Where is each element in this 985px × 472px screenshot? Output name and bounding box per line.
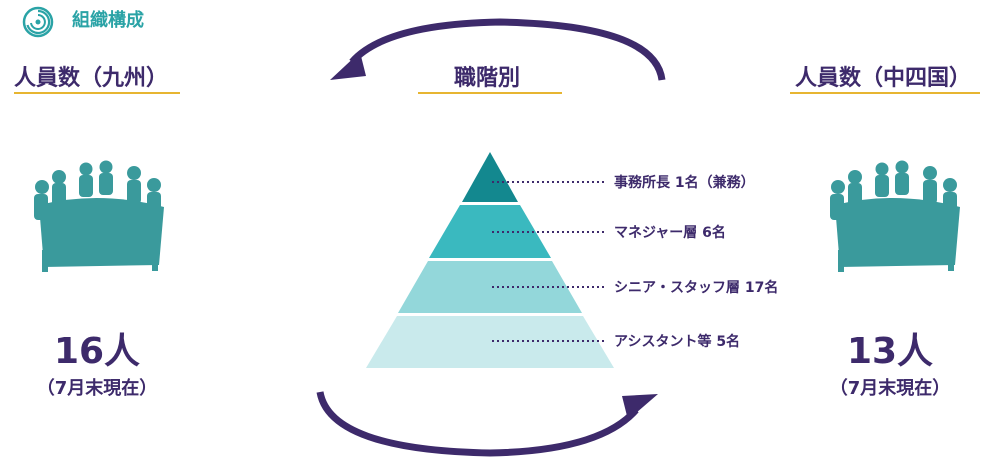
swirl-logo-icon [22,6,54,38]
right-heading-underline [790,92,980,94]
right-heading: 人員数（中四国） [795,66,972,91]
bottom-cycle-arrow [316,391,658,457]
pyramid-tier-1 [462,152,518,202]
pyramid-tier-2 [429,205,551,258]
center-heading-underline [418,92,562,94]
left-as-of: （7月末現在） [36,378,158,399]
left-heading-underline [14,92,180,94]
left-heading: 人員数（九州） [14,66,169,91]
pyramid-tier-4 [366,316,614,368]
right-as-of: （7月末現在） [829,378,951,399]
section-title: 組織構成 [72,10,144,31]
tier-label-manager: マネジャー層 6名 [614,225,726,241]
tier-label-assistant: アシスタント等 5名 [614,334,741,350]
center-heading: 職階別 [454,66,521,91]
pyramid-tier-3 [398,261,582,313]
left-count: 16人 [53,331,141,372]
top-cycle-arrow [330,18,666,81]
meeting-people-icon [34,160,164,272]
meeting-people-icon [830,160,960,272]
right-count: 13人 [846,331,934,372]
tier-label-director: 事務所長 1名（兼務） [614,175,755,191]
tier-label-senior-staff: シニア・スタッフ層 17名 [614,280,779,296]
